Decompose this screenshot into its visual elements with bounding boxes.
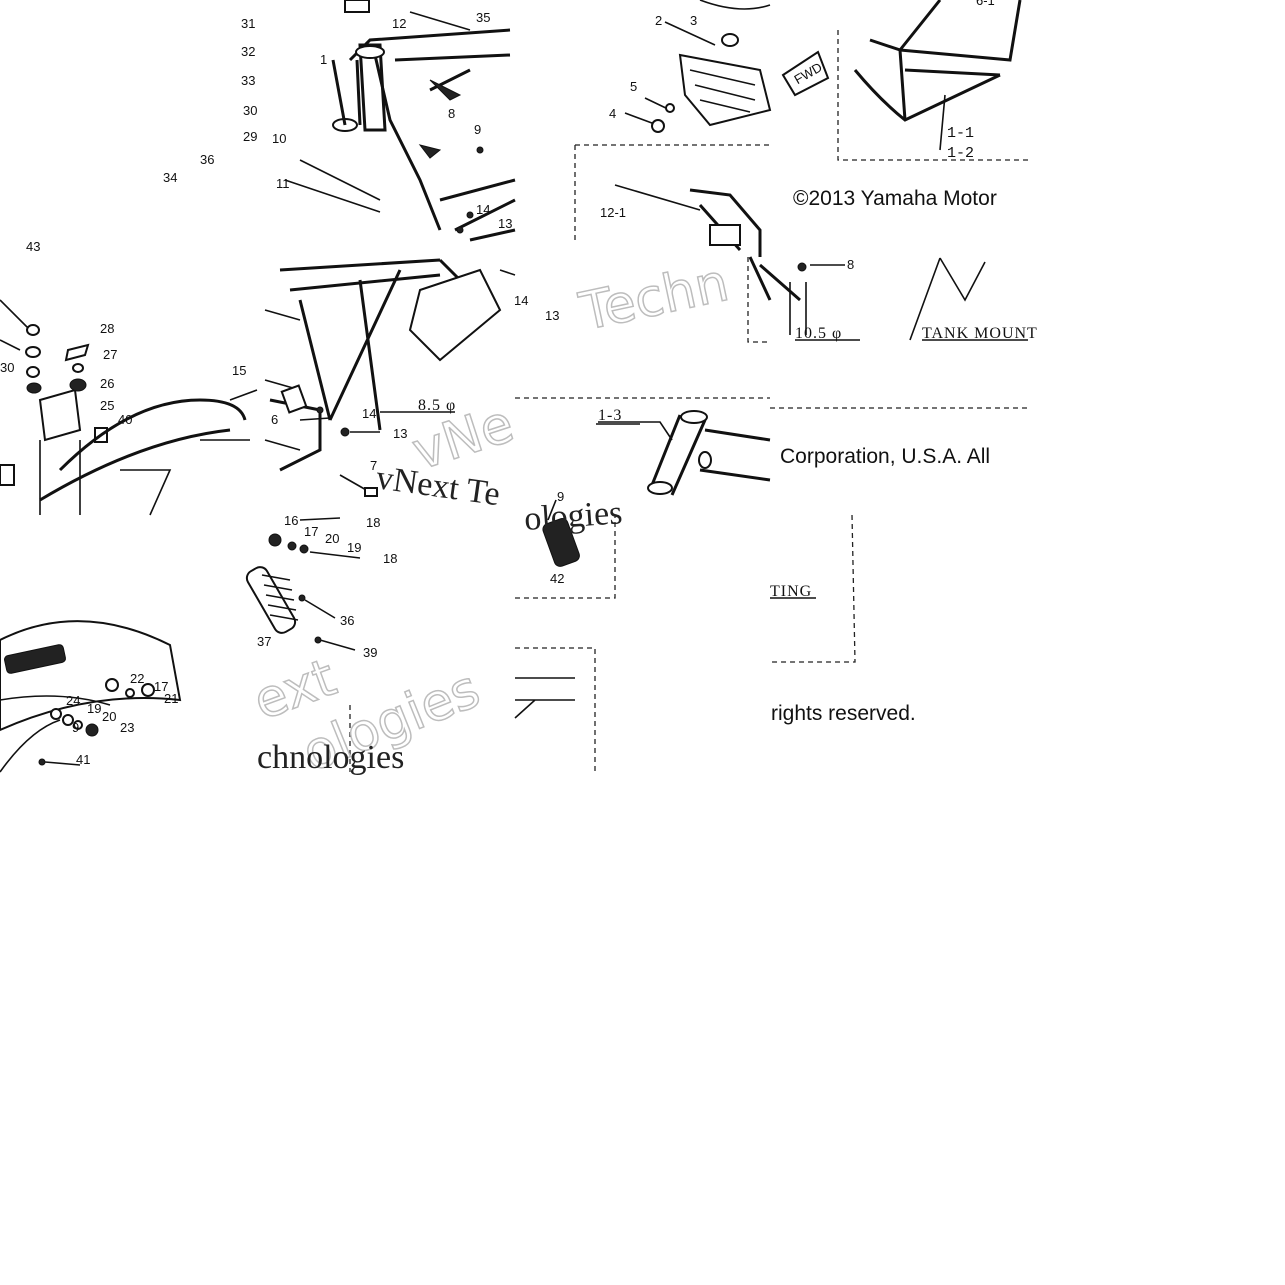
rear-shock-tile bbox=[245, 499, 616, 772]
skid-plate-tile bbox=[574, 0, 772, 257]
callout: 13 bbox=[498, 216, 512, 231]
callout: 30 bbox=[0, 360, 14, 375]
watermark: ologies bbox=[523, 494, 624, 538]
callout: 1-1 bbox=[947, 125, 974, 142]
callout: 32 bbox=[241, 44, 255, 59]
watermark: vNext Te bbox=[374, 459, 502, 513]
tank-mounting-label-2: TING bbox=[770, 583, 812, 600]
callout: 9 bbox=[72, 720, 79, 735]
callout: 25 bbox=[100, 398, 114, 413]
tank-mount-label: TANK MOUNT bbox=[922, 325, 1038, 342]
callout: 22 bbox=[130, 671, 144, 686]
callout: 36 bbox=[340, 613, 354, 628]
copyright-line-3: rights reserved. bbox=[771, 702, 916, 725]
callout: 43 bbox=[26, 239, 40, 254]
callouts-d: 16 17 20 19 18 18 36 37 39 9 42 bbox=[257, 489, 564, 660]
callout: 14 bbox=[476, 202, 490, 217]
callout: 1 bbox=[320, 52, 327, 67]
callout: 29 bbox=[243, 129, 257, 144]
callout: 6 bbox=[271, 412, 278, 427]
callout: 8 bbox=[847, 257, 854, 272]
dim-8-5: 8.5 φ bbox=[418, 397, 456, 414]
callout: 21 bbox=[164, 691, 178, 706]
callouts-a: 31 32 33 30 29 12 35 1 10 11 8 9 14 13 3… bbox=[26, 10, 512, 254]
callout: 17 bbox=[154, 679, 168, 694]
callout: 1-2 bbox=[947, 145, 974, 162]
callout: 28 bbox=[100, 321, 114, 336]
callout: 6-1 bbox=[976, 0, 995, 8]
callout: 36 bbox=[200, 152, 214, 167]
callout: 4 bbox=[609, 106, 616, 121]
callout: 13 bbox=[393, 426, 407, 441]
callout: 37 bbox=[257, 634, 271, 649]
callout: 10 bbox=[272, 131, 286, 146]
callout: 31 bbox=[241, 16, 255, 31]
steering-head-tile bbox=[515, 397, 771, 496]
tank-mount-notes-tile bbox=[770, 514, 856, 663]
callout-1-3: 1-3 bbox=[598, 407, 622, 424]
callout: 24 bbox=[66, 693, 80, 708]
callout: 7 bbox=[370, 458, 377, 473]
callout: 18 bbox=[383, 551, 397, 566]
callout: 9 bbox=[557, 489, 564, 504]
callout: 14 bbox=[514, 293, 528, 308]
frame-tile-top bbox=[284, 0, 516, 242]
rear-fender-tile bbox=[0, 620, 182, 773]
callout: 2 bbox=[655, 13, 662, 28]
copyright-line-2: Corporation, U.S.A. All bbox=[780, 445, 990, 468]
callout: 19 bbox=[87, 701, 101, 716]
copyright-line-1: ©2013 Yamaha Motor bbox=[793, 187, 997, 210]
callouts-b: 2 3 5 4 1-1 1-2 6-1 12-1 8 bbox=[600, 0, 995, 272]
callout: 16 bbox=[284, 513, 298, 528]
callout: 12 bbox=[392, 16, 406, 31]
callout: 23 bbox=[120, 720, 134, 735]
callout: 34 bbox=[163, 170, 177, 185]
callout: 20 bbox=[102, 709, 116, 724]
callout: 42 bbox=[550, 571, 564, 586]
callouts-c: 28 27 26 25 40 30 15 6 14 13 14 13 7 bbox=[0, 293, 559, 473]
callout: 30 bbox=[243, 103, 257, 118]
tank-mount-tile bbox=[747, 256, 1028, 409]
watermark: Techn bbox=[574, 253, 734, 343]
callout: 3 bbox=[690, 13, 697, 28]
frame-detail-tile: FWD bbox=[781, 0, 1028, 161]
callout: 41 bbox=[76, 752, 90, 767]
callout: 18 bbox=[366, 515, 380, 530]
callout: 5 bbox=[630, 79, 637, 94]
callout: 11 bbox=[276, 176, 290, 191]
callout: 15 bbox=[232, 363, 246, 378]
callout: 9 bbox=[474, 122, 481, 137]
callout: 26 bbox=[100, 376, 114, 391]
callout: 8 bbox=[448, 106, 455, 121]
callout: 39 bbox=[363, 645, 377, 660]
frame-center-tile bbox=[264, 258, 516, 497]
callout: 27 bbox=[103, 347, 117, 362]
callouts-e: 22 17 21 24 19 20 23 9 41 bbox=[66, 671, 178, 767]
watermark: chnologies bbox=[257, 739, 404, 776]
callout: 33 bbox=[241, 73, 255, 88]
callout: 12-1 bbox=[600, 205, 626, 220]
callout: 20 bbox=[325, 531, 339, 546]
callout: 40 bbox=[118, 412, 132, 427]
battery-box-tile bbox=[0, 299, 258, 516]
callout: 13 bbox=[545, 308, 559, 323]
callout: 14 bbox=[362, 406, 376, 421]
callout: 19 bbox=[347, 540, 361, 555]
callout: 17 bbox=[304, 524, 318, 539]
callout: 35 bbox=[476, 10, 490, 25]
dim-10-5: 10.5 φ bbox=[795, 325, 842, 342]
